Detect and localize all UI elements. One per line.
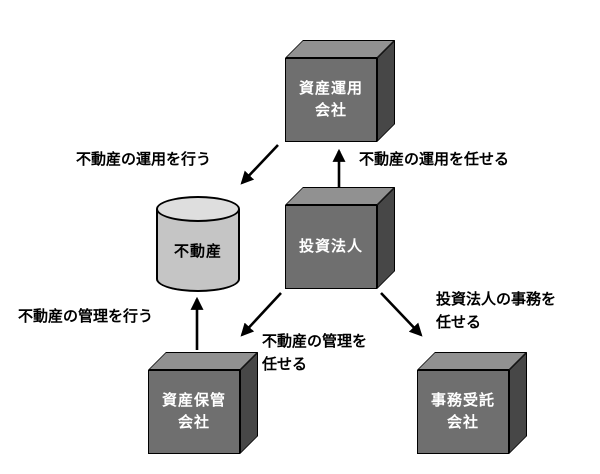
node-real-estate: 不動産 xyxy=(156,196,240,292)
node-label: 会社 xyxy=(177,414,210,431)
node-asset-custody-company: 資産保管 会社 xyxy=(148,352,258,454)
cylinder-body xyxy=(156,209,240,292)
box-right-face xyxy=(509,352,527,454)
edge-label-entrust-operation: 不動産の運用を任せる xyxy=(359,151,510,168)
node-label: 投資法人 xyxy=(298,237,363,255)
node-label: 事務受託 xyxy=(430,391,495,409)
box-front-face: 事務受託 会社 xyxy=(417,370,509,454)
edge-label-entrust-admin: 投資法人の事務を 任せる xyxy=(436,289,556,334)
edge-label-manage-real-estate: 不動産の管理を行う xyxy=(18,308,154,325)
node-admin-trustee-company: 事務受託 会社 xyxy=(417,352,527,454)
node-asset-management-company: 資産運用 会社 xyxy=(285,40,395,142)
box-right-face xyxy=(377,187,395,289)
edge-label-operate-real-estate: 不動産の運用を行う xyxy=(76,151,212,168)
box-front-face: 資産保管 会社 xyxy=(148,370,240,454)
node-label: 会社 xyxy=(446,414,479,431)
box-front-face: 資産運用 会社 xyxy=(285,58,377,142)
edge-label-line: 不動産の管理を xyxy=(262,333,368,350)
node-investment-corporation: 投資法人 xyxy=(285,187,395,289)
box-right-face xyxy=(377,40,395,142)
box-right-face xyxy=(240,352,258,454)
arrow-operate-real-estate xyxy=(240,144,279,185)
box-front-face: 投資法人 xyxy=(285,205,377,289)
edge-label-line: 任せる xyxy=(436,313,482,331)
node-label: 不動産 xyxy=(173,243,222,260)
edge-label-line: 任せる xyxy=(262,355,308,373)
node-label: 会社 xyxy=(314,102,347,119)
node-label: 資産運用 xyxy=(298,79,363,97)
arrow-entrust-admin xyxy=(380,292,423,337)
edge-label-entrust-management: 不動産の管理を 任せる xyxy=(262,331,367,376)
node-label: 資産保管 xyxy=(161,391,226,409)
cylinder-top xyxy=(156,196,240,222)
edge-label-line: 投資法人の事務を xyxy=(436,291,557,308)
arrow-entrust-management xyxy=(240,292,282,337)
